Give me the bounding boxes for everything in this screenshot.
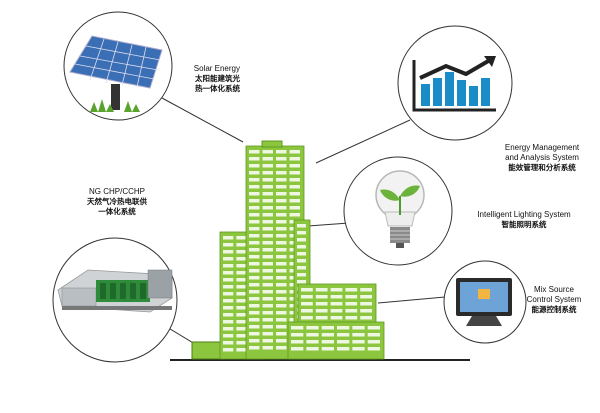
mix-source-label: Mix Source Control System 能源控制系统	[517, 285, 591, 315]
solar-energy-node	[63, 11, 173, 121]
intelligent-lighting-title: Intelligent Lighting System	[477, 210, 571, 219]
tower-roof	[261, 140, 283, 148]
monitor-icon	[456, 278, 512, 326]
light-bulb-icon	[375, 170, 425, 248]
intelligent-lighting-node	[343, 156, 453, 266]
mix-source-title-1: Mix Source	[533, 285, 574, 294]
connector-mix	[377, 296, 446, 304]
ng-chp-node	[52, 237, 178, 363]
ng-chp-zh-1: 天然气冷热电联供	[87, 197, 147, 206]
energy-management-node	[397, 25, 513, 141]
energy-management-title-2: and Analysis System	[505, 153, 579, 162]
solar-energy-label: Solar Energy 太阳能建筑光 热一体化系统	[150, 64, 240, 94]
solar-energy-title: Solar Energy	[193, 64, 240, 73]
bar-chart-icon	[412, 56, 496, 112]
energy-management-zh: 能效管理和分析系统	[508, 163, 576, 172]
connector-energy	[315, 119, 411, 164]
energy-management-label: Energy Management and Analysis System 能效…	[494, 143, 590, 173]
mix-source-zh: 能源控制系统	[531, 305, 577, 314]
connector-lighting	[307, 222, 350, 227]
building-complex	[170, 140, 470, 361]
generator-icon	[57, 269, 173, 313]
mix-source-node	[443, 260, 527, 344]
energy-management-title-1: Energy Management	[504, 143, 580, 152]
mix-source-title-2: Control System	[526, 295, 582, 304]
connector-solar	[161, 97, 244, 143]
ng-chp-label: NG CHP/CCHP 天然气冷热电联供 一体化系统	[82, 187, 152, 217]
ng-chp-zh-2: 一体化系统	[98, 207, 136, 216]
intelligent-lighting-label: Intelligent Lighting System 智能照明系统	[466, 210, 582, 230]
intelligent-lighting-zh: 智能照明系统	[501, 220, 547, 229]
ground-unit	[191, 341, 225, 360]
solar-energy-zh-2: 热一体化系统	[195, 84, 240, 93]
solar-panel-icon	[69, 35, 163, 112]
block-low	[287, 321, 385, 360]
solar-energy-zh-1: 太阳能建筑光	[195, 74, 240, 83]
ng-chp-title: NG CHP/CCHP	[88, 187, 145, 196]
